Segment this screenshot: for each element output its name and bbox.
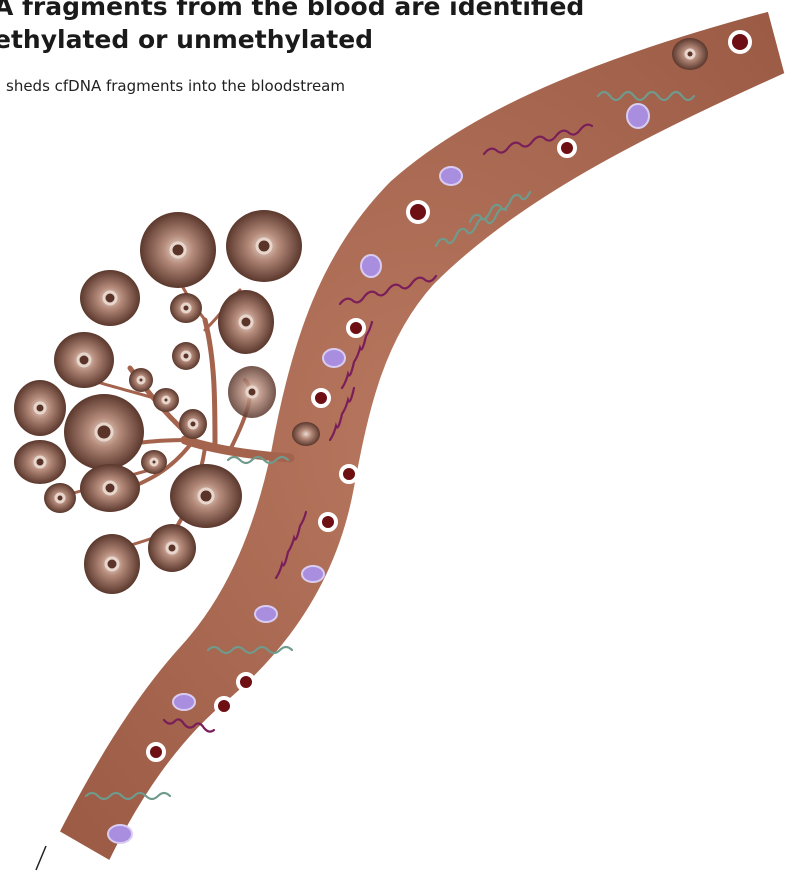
circulating-tumor-cell <box>292 422 320 446</box>
pointer-line <box>36 846 46 870</box>
blood-vessel <box>58 10 786 862</box>
